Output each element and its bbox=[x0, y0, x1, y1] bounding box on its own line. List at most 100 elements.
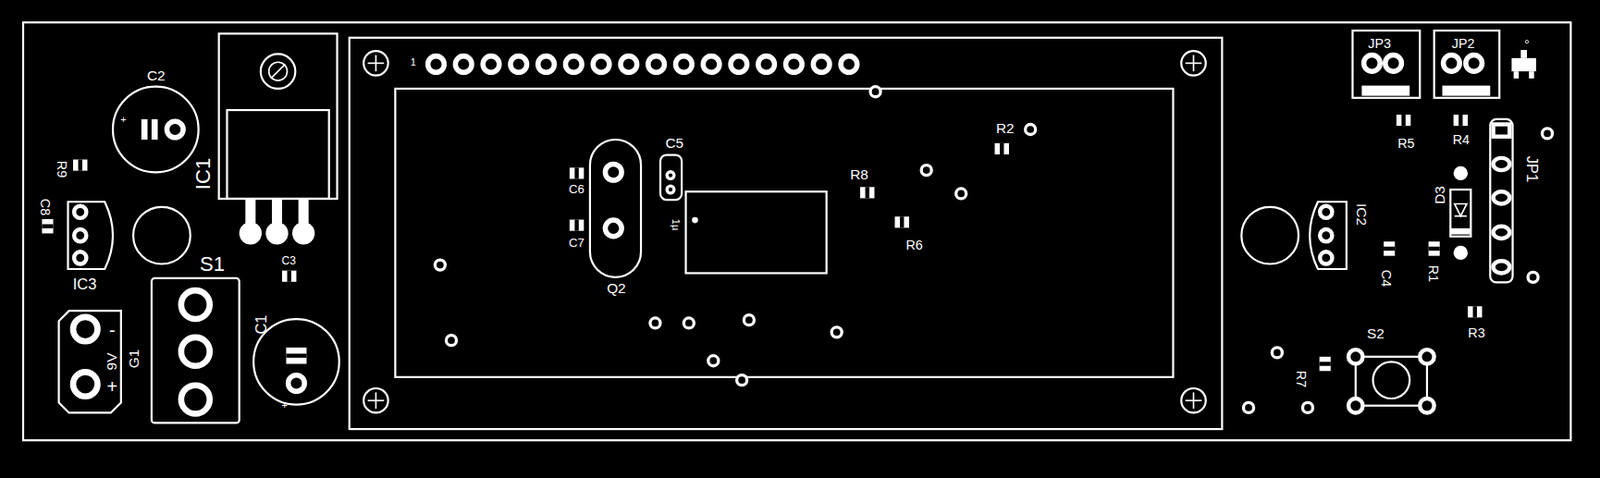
to92-pad bbox=[73, 206, 87, 219]
sot-body bbox=[1511, 58, 1536, 72]
part-label: + bbox=[107, 378, 119, 397]
smd-pad bbox=[569, 167, 584, 179]
part-label: C2 bbox=[147, 68, 166, 83]
via bbox=[831, 327, 842, 338]
smd-pad bbox=[1383, 241, 1395, 256]
part-label: R4 bbox=[1452, 133, 1470, 147]
header-pad bbox=[648, 56, 665, 74]
cap-pad bbox=[664, 184, 676, 196]
to92-pad bbox=[73, 229, 87, 242]
switch-pad bbox=[181, 290, 210, 320]
part-label: JP1 bbox=[1525, 156, 1541, 183]
part-label: C8 bbox=[37, 198, 51, 216]
header-pad bbox=[812, 56, 830, 74]
jumper-symbol bbox=[1352, 30, 1420, 99]
part-label: C7 bbox=[568, 236, 585, 249]
via bbox=[743, 315, 754, 326]
lead bbox=[271, 198, 283, 226]
header-pad bbox=[702, 56, 720, 74]
switch-outline bbox=[151, 278, 240, 424]
part-label: IC2 bbox=[1353, 203, 1368, 226]
diode-body bbox=[1450, 189, 1471, 237]
battery-pad bbox=[73, 317, 98, 342]
part-label: R7 bbox=[1294, 370, 1308, 388]
part-label: JP3 bbox=[1367, 36, 1391, 50]
button-pad bbox=[1348, 349, 1363, 364]
part-label: - bbox=[109, 321, 116, 341]
switch-pad bbox=[181, 337, 210, 367]
capacitor-symbol bbox=[660, 155, 682, 201]
vias bbox=[434, 86, 1552, 414]
smd-pad bbox=[282, 270, 296, 283]
smd-pad bbox=[860, 186, 874, 198]
sot-lead bbox=[1528, 71, 1535, 79]
crystal-pad bbox=[604, 163, 622, 181]
part-label: G1 bbox=[126, 349, 141, 370]
diode-pad bbox=[1453, 246, 1468, 260]
via bbox=[1243, 402, 1255, 413]
button-cap bbox=[1373, 361, 1411, 399]
jumper-pad bbox=[1364, 55, 1381, 73]
battery-outline bbox=[59, 310, 122, 413]
jumper-pad bbox=[1465, 55, 1483, 73]
part-label: R9 bbox=[55, 160, 69, 178]
capacitor-symbol bbox=[112, 86, 199, 173]
smd-pad bbox=[995, 143, 1010, 155]
via bbox=[434, 259, 445, 271]
via bbox=[683, 318, 694, 329]
ic-symbol bbox=[686, 191, 827, 273]
to92-pad bbox=[1319, 251, 1332, 264]
diode-pad bbox=[1453, 166, 1468, 181]
cap-outline bbox=[660, 155, 682, 201]
transistor-symbol bbox=[68, 201, 191, 270]
to92-pad bbox=[1319, 206, 1332, 219]
button-pad bbox=[1419, 398, 1434, 413]
sot-symbol bbox=[1511, 40, 1536, 79]
mounting-hole bbox=[1181, 50, 1206, 75]
lcd-window bbox=[394, 88, 1173, 378]
part-label: D3 bbox=[1432, 185, 1447, 205]
via bbox=[445, 335, 456, 346]
part-label: R3 bbox=[1467, 326, 1485, 340]
battery-connector bbox=[59, 310, 122, 413]
header-outline bbox=[1489, 119, 1513, 283]
cap-pad bbox=[166, 121, 184, 138]
to220-body bbox=[226, 110, 329, 199]
part-label: JP2 bbox=[1452, 36, 1476, 50]
via bbox=[1271, 347, 1282, 358]
jumper-pad bbox=[1443, 55, 1461, 73]
part-label: C4 bbox=[1379, 270, 1393, 287]
button-pad bbox=[1419, 349, 1434, 364]
lead-pad bbox=[292, 221, 315, 245]
sensor-circle bbox=[133, 207, 191, 265]
diode-bar bbox=[1454, 215, 1467, 218]
smd-pads bbox=[41, 114, 1482, 371]
header-pad bbox=[538, 56, 555, 74]
jumper-bar bbox=[1361, 86, 1410, 97]
part-label: C1 bbox=[253, 314, 270, 334]
cap-pad bbox=[285, 347, 307, 365]
part-label: R1 bbox=[1427, 265, 1440, 283]
crystal-outline bbox=[590, 139, 641, 278]
diode-triangle bbox=[1454, 203, 1467, 216]
smd-pad bbox=[1453, 114, 1468, 126]
header-pad bbox=[1493, 123, 1511, 136]
via bbox=[650, 318, 661, 329]
diode-symbol bbox=[1450, 166, 1471, 260]
via bbox=[870, 86, 881, 98]
smd-pad bbox=[41, 219, 53, 234]
part-label: 1 bbox=[410, 57, 417, 68]
header-pad bbox=[510, 56, 528, 74]
via bbox=[1542, 128, 1553, 139]
via bbox=[708, 356, 719, 367]
part-label: IC1 bbox=[193, 157, 214, 189]
mounting-hole bbox=[363, 50, 388, 75]
pin1-dot bbox=[691, 217, 699, 224]
smd-pad bbox=[895, 216, 910, 228]
battery-pad bbox=[73, 371, 98, 396]
cap-pad bbox=[664, 170, 676, 181]
part-label: S2 bbox=[1366, 326, 1385, 341]
cap-pad bbox=[668, 187, 673, 192]
